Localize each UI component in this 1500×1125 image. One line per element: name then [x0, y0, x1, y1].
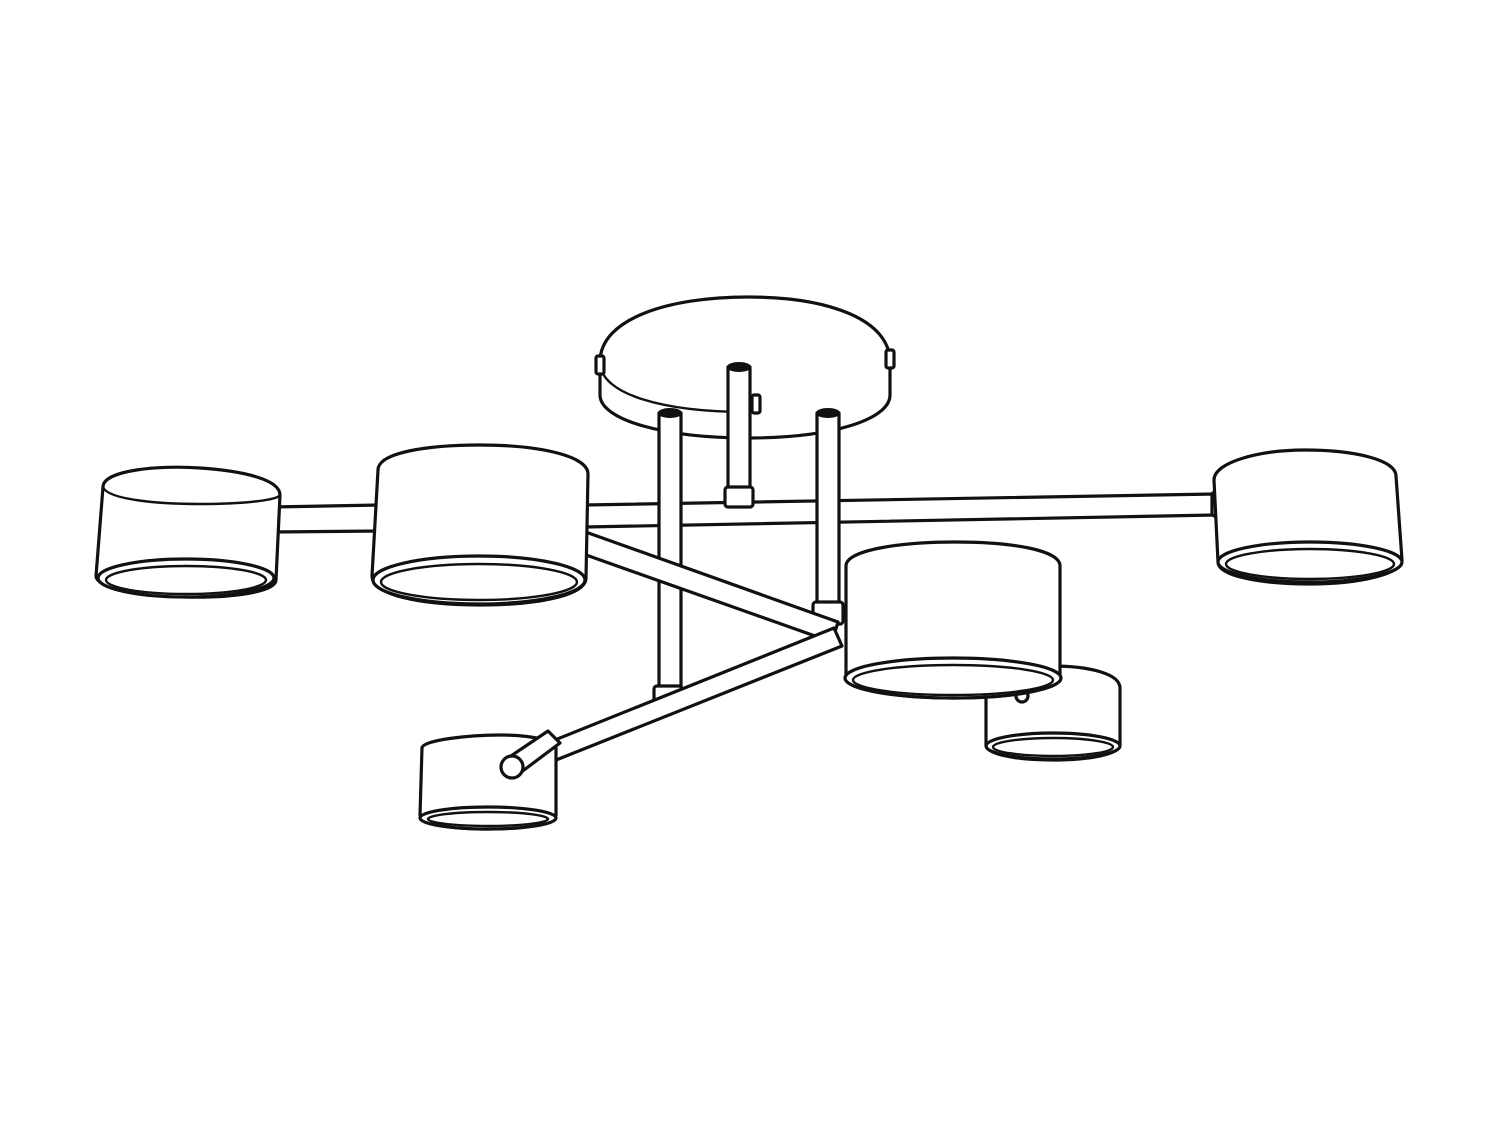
diagonal-arm-front-overlay [499, 729, 562, 780]
shade-far-left [94, 465, 282, 599]
shade-center-right [843, 540, 1063, 700]
canopy-screw-right [884, 348, 896, 370]
canopy-clip [750, 393, 762, 415]
shade-left [370, 443, 590, 607]
support-rod-right [811, 408, 845, 626]
shade-far-right [1212, 448, 1404, 586]
canopy-screw-left [594, 354, 606, 376]
support-rod-center [723, 362, 755, 509]
